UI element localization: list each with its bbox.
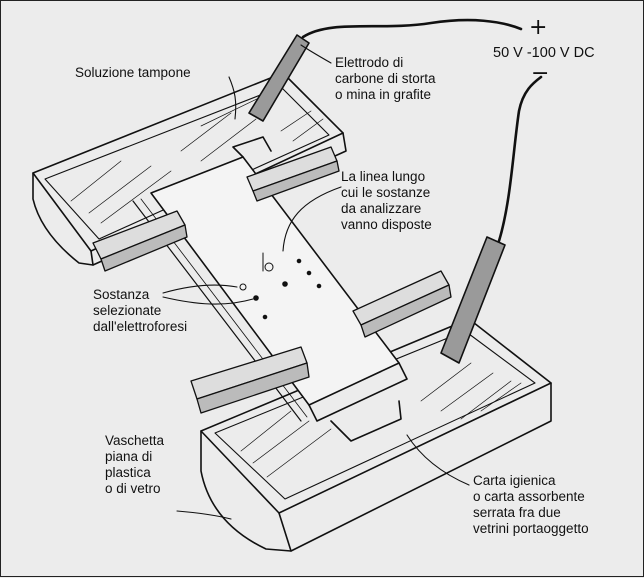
label-paper: Carta igienica o carta assorbente serrat…: [473, 473, 589, 536]
label-sample-line: La linea lungo cui le sostanze da analiz…: [341, 169, 432, 232]
label-tray: Vaschetta piana di plastica o di vetro: [105, 433, 165, 496]
label-voltage: 50 V -100 V DC: [493, 45, 595, 61]
minus-symbol: −: [531, 61, 550, 86]
label-electrode: Elettrodo di carbone di storta o mina in…: [335, 55, 436, 102]
electrodes: [248, 34, 506, 364]
wires: [301, 18, 543, 243]
label-buffer-solution: Soluzione tampone: [75, 65, 191, 80]
plus-symbol: +: [529, 15, 548, 40]
label-substances: Sostanza selezionate dall'elettroforesi: [93, 287, 188, 334]
clothespins: [92, 146, 452, 414]
leader-lines: [162, 44, 470, 520]
